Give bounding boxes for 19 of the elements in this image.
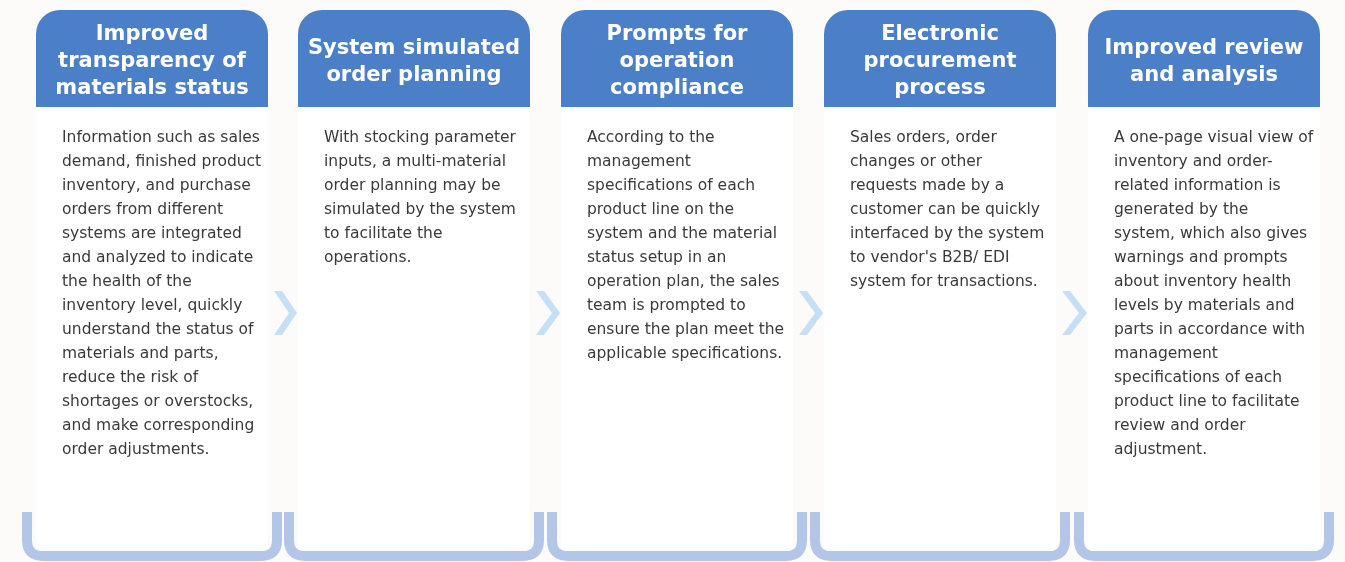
chevron-arrow	[799, 291, 823, 335]
step-card	[36, 10, 268, 548]
card-description: Sales orders, order changes or other requests made by a customer can be quickly interfaced by the system to vendor's B2B/ EDI system for transactions.	[850, 127, 1046, 292]
card-heading: Prompts for operation compliance	[561, 10, 793, 107]
step-card	[824, 10, 1056, 548]
card-description: According to the management specifications of each product line on the system and the material status setup in an operation plan, the sales team is prompted to ensure the plan meet the applicable specifications.	[587, 127, 786, 364]
card-heading: Electronic procurement process	[824, 10, 1056, 107]
card-heading: Improved transparency of materials status	[36, 10, 268, 107]
step-card	[298, 10, 530, 548]
card-description: A one-page visual view of inventory and order-related information is generated by the system, which also gives warnings and prompts about inventory health levels by materials and parts in accordance with management specifications of each product line to facilitate review and order adjustment.	[1114, 127, 1314, 460]
card-description: Information such as sales demand, finished product inventory, and purchase orders from different systems are integrated and analyzed to indicate the health of the inventory level, quickly understand the status of materials and parts, reduce the risk of shortages or overstocks, and make corresponding order adjustments.	[62, 127, 262, 460]
card-heading: System simulated order planning	[298, 10, 530, 107]
chevron-arrow	[536, 291, 560, 335]
card-description: With stocking parameter inputs, a multi-material order planning may be simulated by the system to facilitate the operations.	[324, 127, 517, 268]
chevron-arrow	[1062, 291, 1087, 335]
chevron-arrow	[274, 291, 297, 335]
step-card	[561, 10, 793, 548]
card-heading: Improved review and analysis	[1088, 10, 1320, 107]
step-card	[1088, 10, 1320, 548]
